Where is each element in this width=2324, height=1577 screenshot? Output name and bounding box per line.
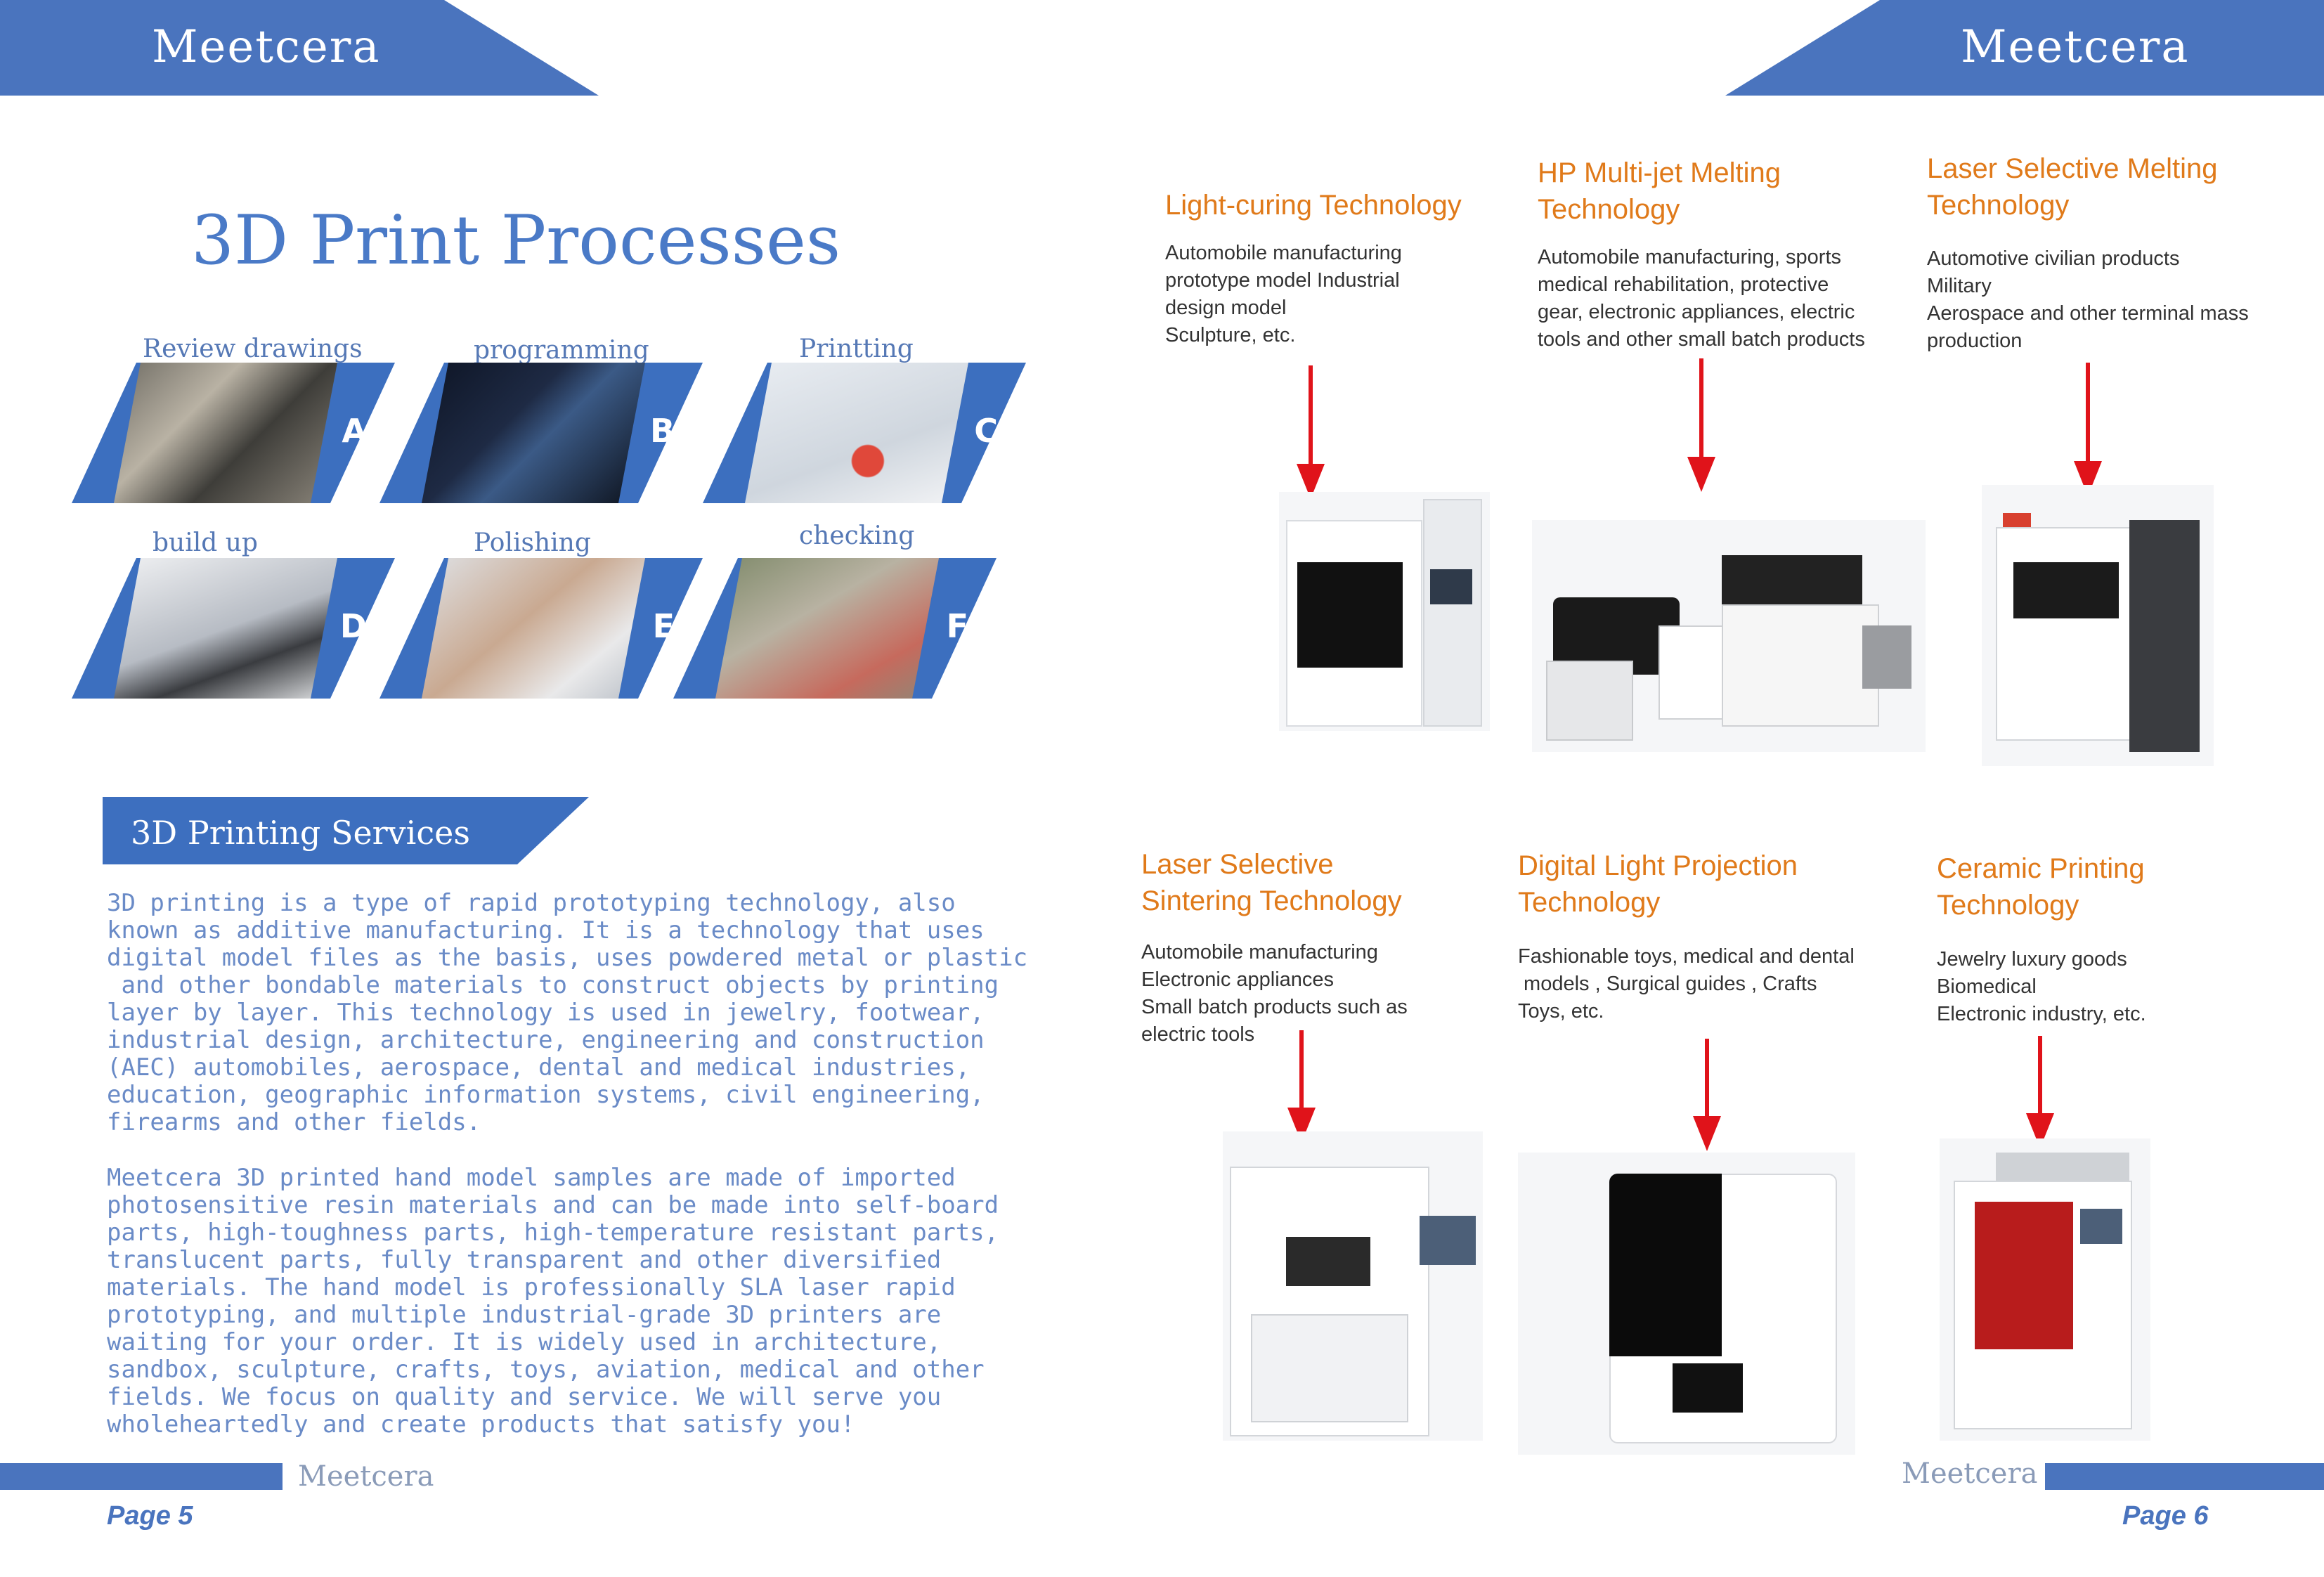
services-title: 3D Printing Services bbox=[131, 814, 470, 852]
tech-desc-digital-light-projection: Fashionable toys, medical and dental mod… bbox=[1518, 945, 1855, 1023]
tech-title-light-curing: Light-curing Technology bbox=[1165, 190, 1462, 221]
laser-melting-printer-image bbox=[1982, 485, 2214, 766]
tech-desc-laser-selective-melting: Automotive civilian products Military Ae… bbox=[1927, 247, 2249, 352]
page-number-right: Page 6 bbox=[2122, 1501, 2209, 1531]
step-tile-e: E bbox=[379, 558, 703, 699]
brand-title-right: Meetcera bbox=[1961, 21, 2190, 73]
arrow-down-icon bbox=[2026, 1036, 2054, 1148]
meeting-photo bbox=[114, 363, 337, 503]
footer-brand-left: Meetcera bbox=[298, 1460, 434, 1493]
step-label-f: checking bbox=[799, 521, 915, 550]
step-tile-b: B bbox=[379, 363, 703, 503]
ceramic-printer-image bbox=[1940, 1138, 2150, 1441]
tech-desc-laser-selective-sintering: Automobile manufacturing Electronic appl… bbox=[1141, 941, 1408, 1046]
step-label-a: Review drawings bbox=[143, 335, 363, 363]
step-letter-c: C bbox=[974, 412, 998, 450]
step-letter-b: B bbox=[649, 412, 675, 450]
brand-title-left: Meetcera bbox=[152, 21, 381, 73]
arrow-down-icon bbox=[1297, 365, 1325, 499]
step-label-d: build up bbox=[152, 528, 258, 557]
tech-title-hp-multi-jet: HP Multi-jet Melting Technology bbox=[1538, 157, 1781, 225]
arrow-down-icon bbox=[1287, 1030, 1316, 1143]
build-up-photo bbox=[114, 558, 337, 699]
step-label-c: Printting bbox=[799, 335, 914, 363]
programming-screen-photo bbox=[422, 363, 645, 503]
laser-sintering-printer-image bbox=[1223, 1131, 1483, 1441]
step-label-b: programming bbox=[474, 336, 649, 365]
step-tile-d: D bbox=[72, 558, 395, 699]
light-curing-printer-image bbox=[1279, 492, 1490, 731]
footer-bar-right bbox=[2045, 1463, 2324, 1490]
tech-title-ceramic-printing: Ceramic Printing Technology bbox=[1937, 853, 2145, 921]
tech-title-laser-selective-sintering: Laser Selective Sintering Technology bbox=[1141, 849, 1402, 916]
tech-desc-light-curing: Automobile manufacturing prototype model… bbox=[1165, 242, 1402, 346]
arrow-down-icon bbox=[2074, 363, 2102, 496]
step-tile-a: A bbox=[72, 363, 395, 503]
page-title: 3D Print Processes bbox=[191, 201, 841, 280]
services-paragraph-1: 3D printing is a type of rapid prototypi… bbox=[107, 889, 1028, 1136]
services-paragraph-2: Meetcera 3D printed hand model samples a… bbox=[107, 1164, 999, 1439]
step-letter-d: D bbox=[339, 607, 367, 645]
step-tile-c: C bbox=[703, 363, 1026, 503]
step-letter-f: F bbox=[946, 607, 968, 645]
step-letter-a: A bbox=[342, 412, 367, 450]
page-number-left: Page 5 bbox=[107, 1501, 193, 1531]
printing-photo bbox=[745, 363, 968, 503]
tech-title-digital-light-projection: Digital Light Projection Technology bbox=[1518, 850, 1798, 918]
tech-desc-ceramic-printing: Jewelry luxury goods Biomedical Electron… bbox=[1937, 948, 2146, 1025]
footer-brand-right: Meetcera bbox=[1902, 1458, 2038, 1490]
tech-title-laser-selective-melting: Laser Selective Melting Technology bbox=[1927, 153, 2218, 221]
step-letter-e: E bbox=[652, 607, 675, 645]
tech-desc-hp-multi-jet: Automobile manufacturing, sports medical… bbox=[1538, 246, 1865, 351]
dlp-printer-image bbox=[1518, 1153, 1855, 1455]
step-label-e: Polishing bbox=[474, 528, 591, 557]
arrow-down-icon bbox=[1687, 358, 1715, 492]
checking-photo bbox=[715, 558, 939, 699]
services-title-band bbox=[103, 797, 589, 864]
polishing-photo bbox=[422, 558, 645, 699]
arrow-down-icon bbox=[1693, 1039, 1721, 1151]
step-tile-f: F bbox=[673, 558, 997, 699]
footer-bar-left bbox=[0, 1463, 283, 1490]
hp-multi-jet-printer-image bbox=[1532, 520, 1926, 752]
